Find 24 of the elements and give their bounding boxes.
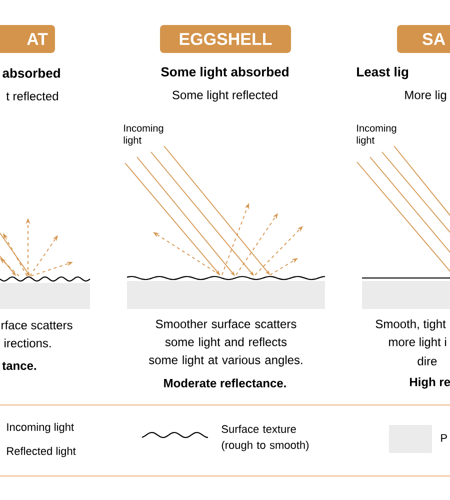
subheading: t reflected [6,92,58,100]
description: dire [418,356,437,366]
heading: absorbed [2,68,60,78]
ray-label: Incoming light [124,124,164,146]
ray-label: Incoming light [356,124,396,146]
subheading: Some light reflected [172,90,278,102]
description: Smooth, tight [376,319,446,331]
description: Smoother surface scatters some light and reflects some light at various angles. [148,319,302,367]
summary: High re [410,377,450,389]
heading: Some light absorbed [161,66,288,80]
heading: Least lig [357,66,408,80]
label-badge: SA [397,25,450,53]
summary: Moderate reflectance. [164,378,286,388]
legend-label: Incoming light [7,422,74,434]
subheading: More lig [405,90,446,102]
legend-label: Reflected light [7,446,76,458]
summary: tance. [2,362,36,370]
legend-label: Surface texture (rough to smooth) [222,424,309,452]
label-badge: EGGSHELL [160,25,291,53]
description: more light i [389,337,446,349]
label-badge: AT [0,25,55,53]
description: rface scatters [2,320,72,330]
description: irections. [4,338,51,348]
legend-label: P [441,434,447,442]
